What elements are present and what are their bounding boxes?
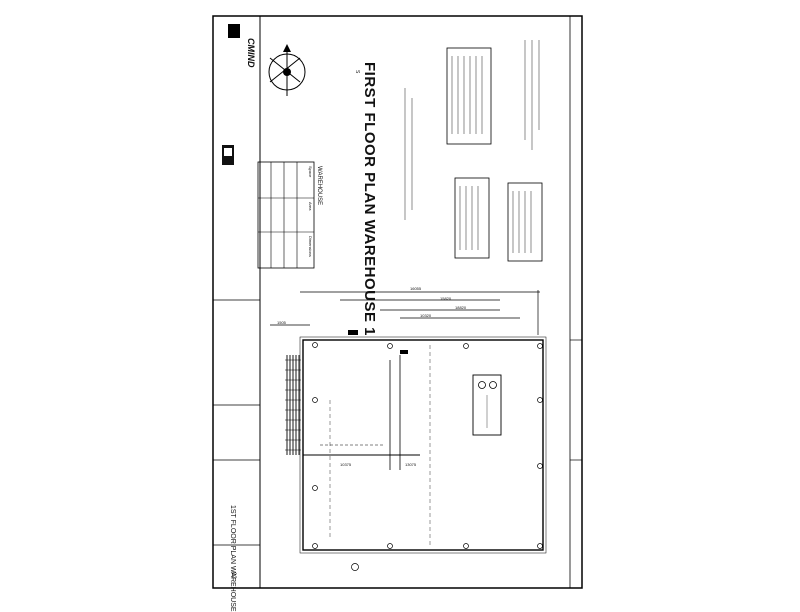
table-col-dimensions: Dimensions bbox=[308, 236, 313, 257]
sheet-border bbox=[212, 15, 583, 589]
dim-label-3: 18820 bbox=[455, 305, 467, 310]
titleblock-strips bbox=[213, 299, 582, 546]
notes-box-2 bbox=[454, 177, 490, 259]
warehouse-table bbox=[257, 161, 315, 269]
dim-label-5: 1505 bbox=[277, 320, 286, 325]
sheet-title: FIRST FLOOR PLAN WAREHOUSE 1 bbox=[361, 62, 378, 337]
table-header: WAREHOUSE bbox=[316, 166, 322, 206]
sheet-number: 02 bbox=[230, 572, 236, 579]
dim-label-6: 10375 bbox=[340, 462, 352, 467]
dim-label-4: 10320 bbox=[420, 313, 432, 318]
dim-label-7: 13075 bbox=[405, 462, 417, 467]
dim-label-1: 16055 bbox=[410, 286, 422, 291]
notes-box-3 bbox=[507, 182, 543, 262]
dim-label-2: 15820 bbox=[440, 296, 452, 301]
logo-icon bbox=[228, 24, 240, 38]
dimension-lines bbox=[270, 290, 540, 335]
table-col-area: Area bbox=[308, 202, 313, 211]
equipment-box bbox=[472, 374, 502, 436]
notes-box-1 bbox=[446, 47, 492, 145]
floor-plan bbox=[285, 330, 547, 571]
table-col-space: Space bbox=[308, 166, 313, 178]
sheet-subtitle: S bbox=[354, 70, 360, 74]
north-arrow-icon bbox=[268, 44, 306, 96]
titleblock-label: 1ST FLOOR PLAN WAREHOUSE bbox=[229, 505, 236, 612]
logo-text: CMIND bbox=[246, 38, 256, 68]
